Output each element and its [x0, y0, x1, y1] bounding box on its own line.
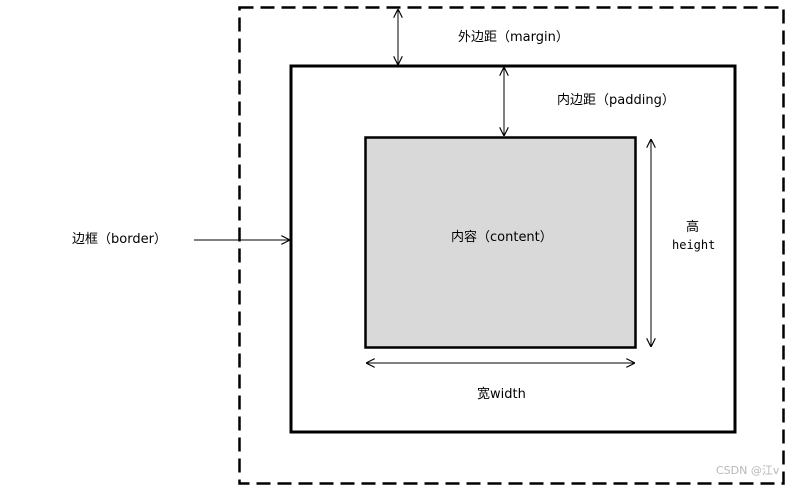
watermark: CSDN @江v: [716, 464, 780, 477]
padding-label: 内边距（padding）: [557, 93, 675, 108]
margin-box: [238, 6, 785, 485]
content-label: 内容（content）: [451, 230, 553, 245]
border-box: [289, 64, 737, 434]
content-box: [364, 136, 637, 349]
height-label-en: height: [672, 238, 716, 252]
border-label: 边框（border）: [72, 232, 167, 247]
height-label-cn: 高: [686, 220, 700, 235]
width-label: 宽width: [477, 387, 526, 402]
margin-label: 外边距（margin）: [458, 30, 569, 45]
